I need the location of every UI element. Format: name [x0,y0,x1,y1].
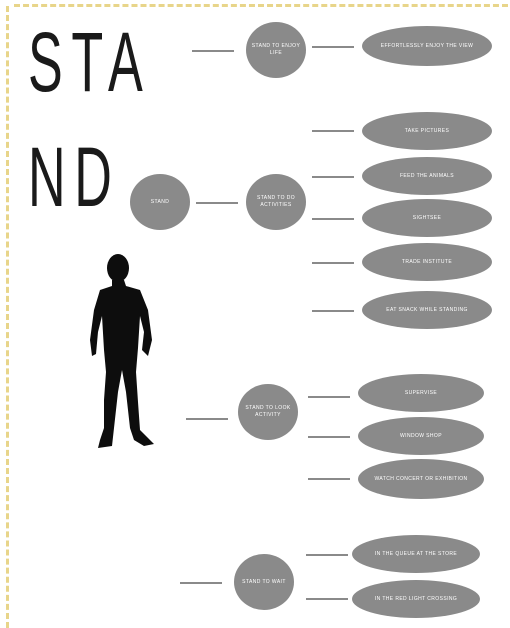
connector-life-leaf [312,46,354,48]
connector-look-leaf-3 [308,478,350,480]
leaf-red-light: IN THE RED LIGHT CROSSING [352,580,480,618]
branch-node-look: STAND TO LOOK ACTIVITY [238,384,298,440]
leaf-eat-snack: EAT SNACK WHILE STANDING [362,291,492,329]
branch-node-activities: STAND TO DO ACTIVITIES [246,174,306,230]
connector-root [196,202,238,204]
title-line-2: ND [28,130,121,224]
connector-act-leaf-5 [312,310,354,312]
connector-act-leaf-4 [312,262,354,264]
connector-act-leaf-1 [312,130,354,132]
dashed-frame-top [14,4,508,7]
person-silhouette-icon [90,254,154,448]
connector-act-leaf-3 [312,218,354,220]
connector-wait [180,582,222,584]
dashed-frame-left [6,6,9,628]
leaf-window-shop: WINDOW SHOP [358,417,484,455]
leaf-take-pictures: TAKE PICTURES [362,112,492,150]
leaf-trade-institute: TRADE INSTITUTE [362,243,492,281]
connector-act-leaf-2 [312,176,354,178]
connector-look [186,418,228,420]
connector-look-leaf-1 [308,396,350,398]
leaf-enjoy-view: EFFORTLESSLY ENJOY THE VIEW [362,26,492,66]
branch-node-life: STAND TO ENJOY LIFE [246,22,306,78]
leaf-sightsee: SIGHTSEE [362,199,492,237]
connector-look-leaf-2 [308,436,350,438]
connector-life [192,50,234,52]
root-node: STAND [130,174,190,230]
leaf-queue-store: IN THE QUEUE AT THE STORE [352,535,480,573]
leaf-feed-animals: FEED THE ANIMALS [362,157,492,195]
connector-wait-leaf-2 [306,598,348,600]
connector-wait-leaf-1 [306,554,348,556]
leaf-supervise: SUPERVISE [358,374,484,412]
leaf-watch-concert: WATCH CONCERT OR EXHIBITION [358,459,484,499]
title-line-1: STA [28,15,152,109]
branch-node-wait: STAND TO WAIT [234,554,294,610]
